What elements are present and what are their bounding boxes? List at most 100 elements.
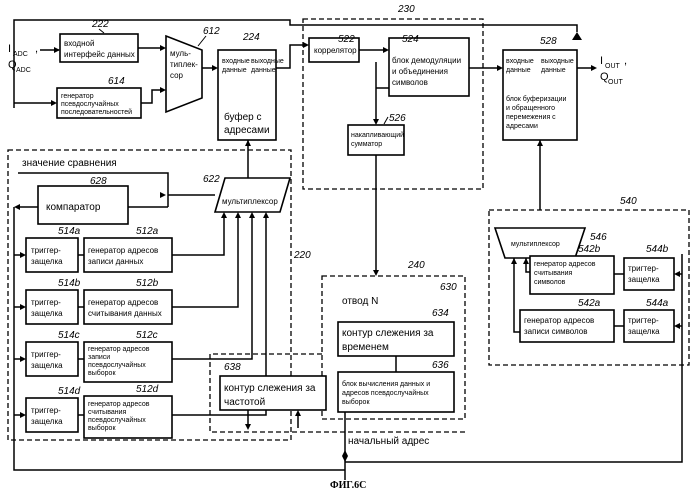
svg-text:OUT: OUT: [608, 79, 624, 86]
freq-loop-label-1: контур слежения за: [224, 383, 316, 394]
input-interface-label-1: входной: [64, 39, 94, 48]
leader-612: [198, 36, 206, 46]
buffer-label-1: буфер с: [224, 111, 262, 123]
compare-value-label: значение сравнения: [22, 158, 117, 169]
accumulator-ref: 526: [389, 113, 406, 124]
latch-514a-label-2: защелка: [31, 257, 63, 266]
mux-622-label: мультиплексор: [222, 197, 278, 206]
comparator-output-arrowhead: [14, 204, 20, 210]
mux-612-ref: 612: [203, 26, 220, 37]
buffer-in-data: данные: [222, 67, 247, 74]
output-iq-label: I OUT , Q OUT: [600, 55, 627, 86]
svg-text:,: ,: [35, 43, 38, 55]
gen-512d-label-3: псевдослучайных: [88, 416, 146, 424]
deinterleave-label-3: перемежения с: [506, 114, 556, 121]
bus-to-544b-arrowhead: [674, 271, 680, 277]
comparator-label: компаратор: [46, 202, 101, 213]
timing-loop-label-1: контур слежения за: [342, 328, 434, 339]
accumulator-label-1: накапливающий: [351, 131, 404, 139]
deinterleave-out-label: выходные: [541, 58, 574, 65]
latch-514d-block: [26, 398, 78, 432]
data-calc-label-3: выборок: [342, 398, 370, 406]
buffer-label-2: адресами: [224, 125, 270, 136]
mux-622-shape: [215, 178, 290, 212]
deinterleave-label-2: и обращенного: [506, 104, 555, 112]
demod-label-3: символов: [392, 78, 428, 87]
latch-544b-block: [624, 258, 674, 290]
gen-512a-block: [84, 238, 172, 272]
arrowhead-524-to-528: [497, 65, 503, 71]
demod-ref: 524: [402, 34, 419, 45]
mux-622-select-arrowhead: [160, 192, 166, 198]
mux-612-label-3: сор: [170, 71, 184, 80]
correlator-label: коррелятор: [314, 46, 357, 55]
latch-544a-label-1: тригтер-: [628, 316, 659, 325]
bus-to-514d-arrowhead: [20, 412, 26, 418]
arrowhead-224-to-522: [303, 42, 309, 48]
gen-512d-ref: 512d: [136, 384, 159, 395]
gen-542b-label-3: символов: [534, 279, 566, 286]
demod-label-2: и объединения: [392, 67, 448, 76]
data-calc-label-2: адресов псевдослучайных: [342, 389, 429, 397]
arrowhead-622-to-224: [245, 140, 251, 146]
group-230-ref: 230: [397, 4, 415, 15]
data-calc-ref: 636: [432, 360, 449, 371]
start-address-label: начальный адрес: [348, 436, 429, 447]
group-540-ref: 540: [620, 196, 637, 207]
tap-ref: 630: [440, 282, 457, 293]
latch-514d-label-1: триггер-: [31, 406, 61, 415]
gen-512b-label-2: считывания данных: [88, 309, 162, 318]
latch-544a-block: [624, 310, 674, 342]
latch-514d-label-2: защелка: [31, 417, 63, 426]
gen-512c-label-1: генератор адресов: [88, 346, 150, 353]
group-240-ref: 240: [407, 260, 425, 271]
latch-514b-label-2: защелка: [31, 309, 63, 318]
gen-542a-label-2: записи символов: [524, 327, 587, 336]
latch-514c-label-1: триггер-: [31, 350, 61, 359]
gen-512a-label-2: записи данных: [88, 257, 143, 266]
arrowhead-614-to-612: [160, 87, 166, 93]
svg-text:,: ,: [624, 55, 627, 67]
deinterleave-label-4: адресами: [506, 123, 538, 130]
svg-text:I: I: [8, 43, 11, 55]
svg-text:OUT: OUT: [605, 63, 621, 70]
data-calc-label-1: блок вычисления данных и: [342, 380, 430, 388]
buffer-out-label: выходные: [251, 58, 284, 65]
freq-in-arrowhead: [295, 410, 301, 416]
arrow-614-to-612: [141, 90, 162, 103]
arrowhead-512d-to-622: [263, 212, 269, 218]
input-iq-label: I ADC , Q ADC: [8, 43, 38, 74]
mux-612-label-1: муль-: [170, 49, 191, 58]
input-interface-label-2: интерфейс данных: [64, 50, 135, 59]
deinterleave-label-1: блок буферизации: [506, 95, 567, 103]
prng-label-3: последовательностей: [61, 108, 132, 116]
accumulator-label-2: сумматор: [351, 141, 382, 148]
arrow-512a-to-622: [172, 215, 224, 255]
latch-514c-label-2: защелка: [31, 361, 63, 370]
deinterleave-ref: 528: [540, 36, 557, 47]
timing-loop-label-2: временем: [342, 342, 389, 353]
tap-label: отвод N: [342, 296, 378, 307]
deinterleave-out-data: данные: [541, 67, 566, 74]
gen-512a-ref: 512a: [136, 226, 159, 237]
gen-512d-label-4: выборок: [88, 424, 116, 432]
buffer-ref: 224: [242, 32, 260, 43]
latch-544b-ref: 544b: [646, 244, 669, 255]
arrowhead-612-to-224: [212, 65, 218, 71]
comparator-ref: 628: [90, 176, 107, 187]
arrowhead-522-to-526: [373, 119, 379, 125]
gen-542a-block: [520, 310, 614, 342]
mux-622-ref: 622: [203, 174, 220, 185]
freq-loop-label-2: частотой: [224, 397, 265, 408]
figure-caption: ФИГ.6С: [330, 480, 366, 491]
output-arrowhead: [591, 65, 597, 71]
gen-512c-ref: 512c: [136, 330, 158, 341]
latch-514a-ref: 514a: [58, 226, 81, 237]
svg-text:ADC: ADC: [16, 67, 31, 74]
gen-542b-label-1: генератор адресов: [534, 261, 596, 268]
gen-512b-block: [84, 290, 172, 324]
latch-544a-label-2: защелка: [628, 327, 660, 336]
leader-526: [384, 117, 388, 124]
prng-label-1: генератор: [61, 93, 94, 100]
